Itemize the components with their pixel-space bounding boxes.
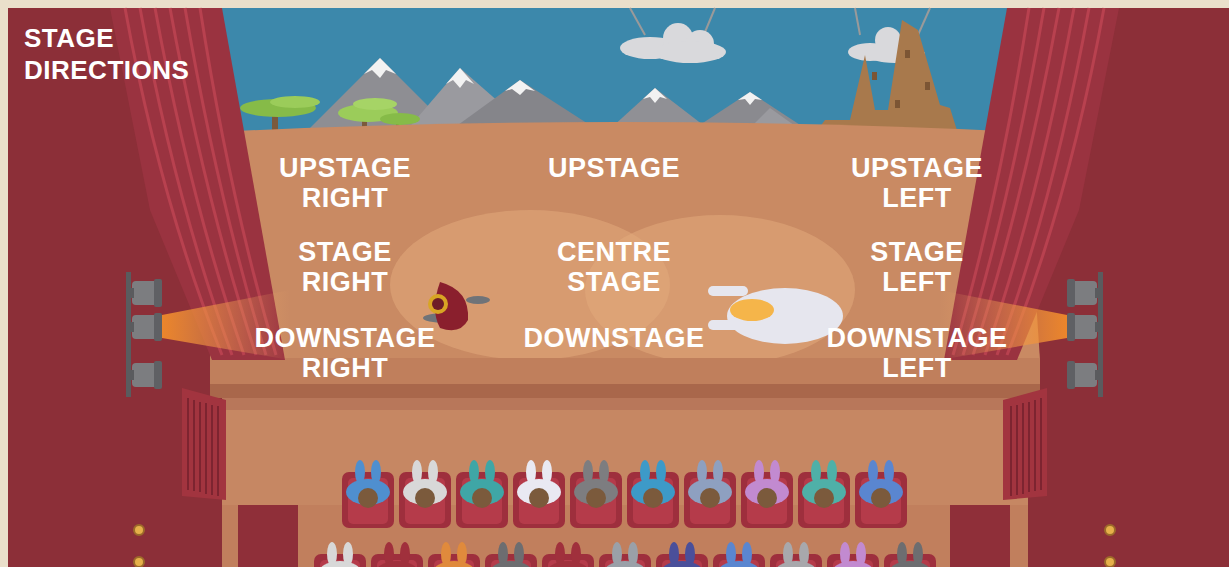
stage-area-label: DOWNSTAGE (484, 323, 744, 353)
stage-area-label: CENTRE STAGE (539, 237, 689, 297)
stage-area-label: DOWNSTAGE RIGHT (243, 323, 448, 383)
audience-row (342, 460, 907, 528)
wall-sconce (134, 525, 1115, 567)
side-louvre (1003, 388, 1047, 500)
stage-area-label: UPSTAGE (484, 153, 744, 183)
white-actor (708, 286, 843, 344)
frame-edge (0, 0, 1229, 8)
orchestra-wall (222, 398, 1028, 410)
audience-row (314, 542, 936, 567)
castle-scenery (810, 20, 960, 140)
stage-area-label: STAGE LEFT (855, 237, 980, 297)
wizard-actor (423, 282, 490, 330)
stage-lip (210, 384, 1040, 398)
side-louvre (182, 388, 226, 500)
aisle-block (238, 505, 298, 567)
orchestra-wall (222, 398, 1028, 567)
frame-edge (0, 0, 8, 567)
stage-area-label: STAGE RIGHT (283, 237, 408, 297)
aisle-block (950, 505, 1010, 567)
stage-area-label: UPSTAGE LEFT (837, 153, 997, 213)
stage-area-label: UPSTAGE RIGHT (265, 153, 425, 213)
stage-area-label: DOWNSTAGE LEFT (815, 323, 1020, 383)
hanging-cloud (620, 8, 726, 63)
diagram-title: STAGE DIRECTIONS (24, 22, 224, 86)
